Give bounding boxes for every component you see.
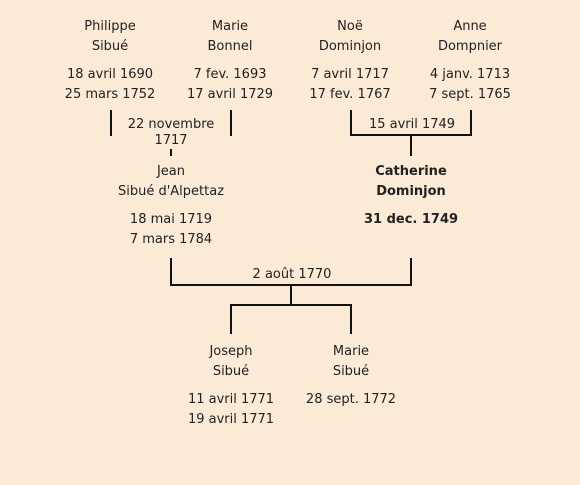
birth-date: 18 mai 1719 [129,212,213,227]
last-name: Sibué [91,39,129,54]
connector-horizontal [350,134,472,136]
life-dates: 7 avril 1717 17 fev. 1767 [290,65,410,105]
marriage-date-jean-catherine: 2 août 1770 [246,267,338,283]
birth-date: 18 avril 1690 [66,67,154,82]
first-name: Catherine [375,164,447,179]
life-dates: 31 dec. 1749 [340,210,482,230]
death-date: 7 sept. 1765 [429,87,511,102]
connector-right-vertical [230,110,232,136]
first-name: Anne [453,19,487,34]
death-date: 17 fev. 1767 [309,87,391,102]
connector-right-vertical [470,110,472,136]
birth-date: 31 dec. 1749 [363,212,459,227]
connector-left-vertical [170,258,172,286]
birth-date: 7 avril 1717 [311,67,389,82]
child-drop-joseph [230,304,232,334]
child-drop-marie [350,304,352,334]
connector-left-vertical [110,110,112,136]
last-name: Dompnier [437,39,503,54]
connector-horizontal [170,284,412,286]
life-dates: 28 sept. 1772 [290,390,412,410]
person-noe-dominjon: Noë Dominjon 7 avril 1717 17 fev. 1767 [290,17,410,105]
connector-descent [290,286,292,304]
last-name: Sibué [212,364,250,379]
first-name: Philippe [84,19,136,34]
death-date: 17 avril 1729 [186,87,274,102]
person-joseph-sibue: Joseph Sibué 11 avril 1771 19 avril 1771 [170,342,292,430]
birth-date: 11 avril 1771 [187,392,275,407]
last-name: Sibué d'Alpettaz [117,184,225,199]
life-dates: 18 avril 1690 25 mars 1752 [50,65,170,105]
birth-date: 7 fev. 1693 [193,67,267,82]
connector-left-vertical [350,110,352,136]
person-anne-dompnier: Anne Dompnier 4 janv. 1713 7 sept. 1765 [410,17,530,105]
death-date: 25 mars 1752 [64,87,156,102]
death-date: 19 avril 1771 [187,412,275,427]
person-catherine-dominjon: Catherine Dominjon 31 dec. 1749 [340,162,482,230]
birth-date: 28 sept. 1772 [305,392,397,407]
first-name: Joseph [209,344,253,359]
last-name: Dominjon [376,184,446,199]
person-philippe-sibue: Philippe Sibué 18 avril 1690 25 mars 175… [50,17,170,105]
person-marie-sibue: Marie Sibué 28 sept. 1772 [290,342,412,410]
connector-descent [410,136,412,156]
connector-right-vertical [410,258,412,286]
person-marie-bonnel: Marie Bonnel 7 fev. 1693 17 avril 1729 [170,17,290,105]
first-name: Jean [156,164,186,179]
marriage-date-philippe-marie: 22 novembre 1717 [112,117,230,149]
person-jean-sibue: Jean Sibué d'Alpettaz 18 mai 1719 7 mars… [100,162,242,250]
last-name: Bonnel [207,39,253,54]
life-dates: 11 avril 1771 19 avril 1771 [170,390,292,430]
last-name: Dominjon [318,39,382,54]
first-name: Noë [337,19,363,34]
life-dates: 18 mai 1719 7 mars 1784 [100,210,242,250]
first-name: Marie [211,19,249,34]
life-dates: 4 janv. 1713 7 sept. 1765 [410,65,530,105]
death-date: 7 mars 1784 [129,232,213,247]
life-dates: 7 fev. 1693 17 avril 1729 [170,65,290,105]
first-name: Marie [332,344,370,359]
last-name: Sibué [332,364,370,379]
birth-date: 4 janv. 1713 [429,67,511,82]
children-bar [230,304,352,306]
marriage-date-noe-anne: 15 avril 1749 [356,117,468,133]
